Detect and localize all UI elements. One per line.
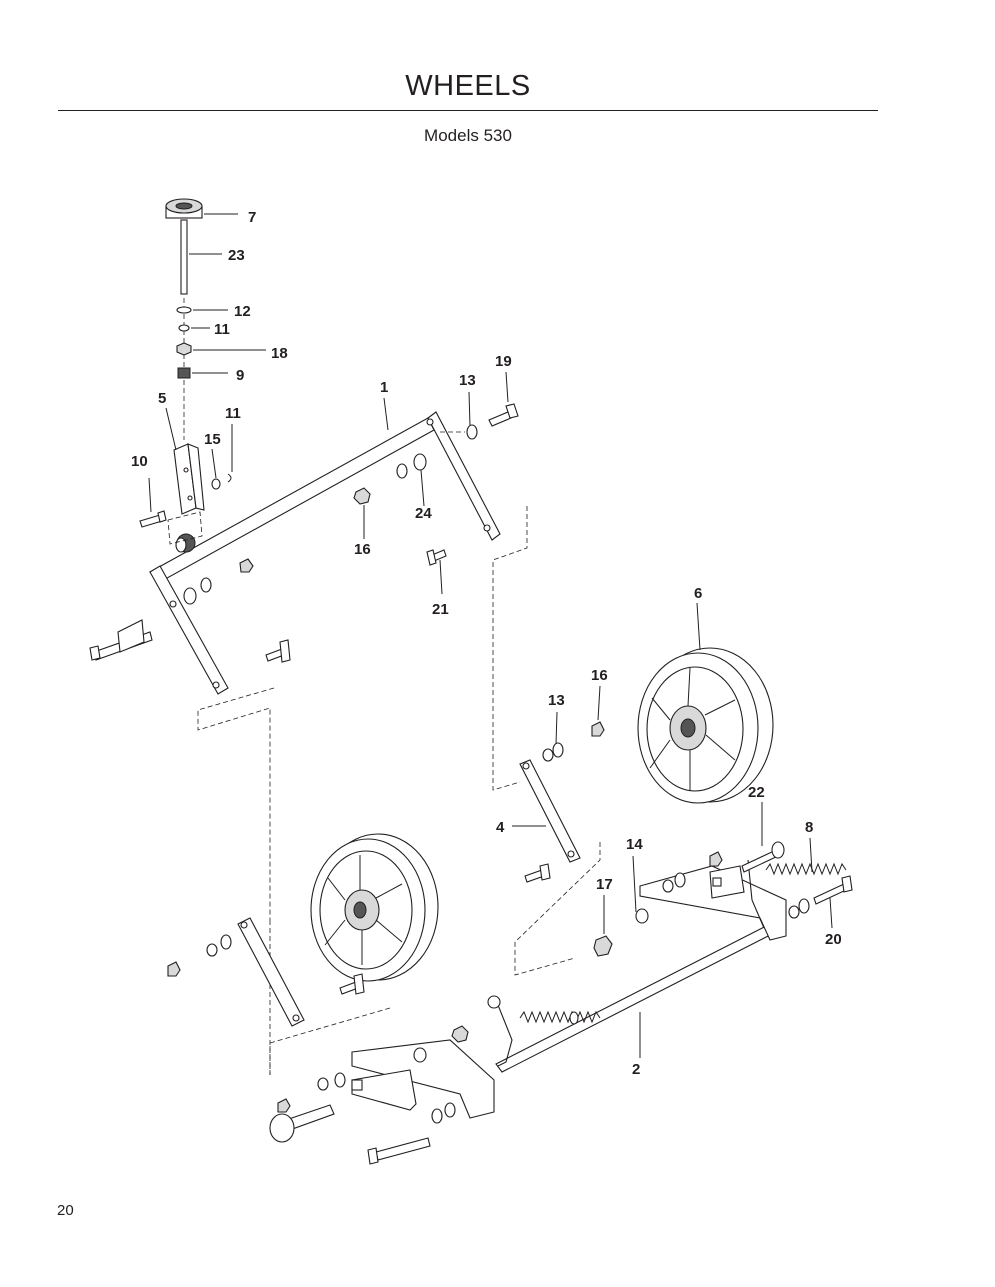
wheel-left-part <box>310 833 439 982</box>
upper-frame-part <box>149 411 501 695</box>
title-divider <box>58 110 878 111</box>
callout-8: 8 <box>805 819 813 836</box>
page-subtitle: Models 530 <box>424 126 512 145</box>
callout-9: 9 <box>236 367 244 384</box>
callout-13b: 13 <box>548 692 565 709</box>
callout-13a: 13 <box>459 372 476 389</box>
callout-17: 17 <box>596 876 613 893</box>
callout-1: 1 <box>380 379 388 396</box>
callout-16b: 16 <box>591 667 608 684</box>
alignment-guides <box>197 506 601 1075</box>
callout-7: 7 <box>248 209 256 226</box>
callout-labels: 7 23 12 11 18 9 5 11 15 10 1 13 19 24 16… <box>131 209 842 1078</box>
callout-21: 21 <box>432 601 449 618</box>
left-wheel-arm-part <box>167 917 365 1027</box>
callout-4: 4 <box>496 819 505 836</box>
callout-16a: 16 <box>354 541 371 558</box>
callout-19: 19 <box>495 353 512 370</box>
callout-24: 24 <box>415 505 432 522</box>
callout-20: 20 <box>825 931 842 948</box>
page-title: WHEELS <box>405 70 531 102</box>
callout-5: 5 <box>158 390 166 407</box>
callout-11b: 11 <box>225 405 241 422</box>
callout-14: 14 <box>626 836 643 853</box>
page-number: 20 <box>57 1202 74 1219</box>
callout-6: 6 <box>694 585 702 602</box>
callout-2: 2 <box>632 1061 640 1078</box>
callout-23: 23 <box>228 247 245 264</box>
height-adjust-knob-assembly <box>165 198 203 440</box>
callout-22: 22 <box>748 784 765 801</box>
pivot-bracket-part <box>139 443 232 545</box>
callout-10: 10 <box>131 453 148 470</box>
callout-15: 15 <box>204 431 221 448</box>
upper-frame-hardware <box>89 403 519 663</box>
callout-18: 18 <box>271 345 288 362</box>
callout-12: 12 <box>234 303 251 320</box>
leader-lines <box>148 213 833 1058</box>
wheel-right-part <box>637 647 774 804</box>
right-wheel-arm-part <box>519 721 605 883</box>
callout-11a: 11 <box>214 321 230 338</box>
rear-axle-part <box>269 841 853 1165</box>
